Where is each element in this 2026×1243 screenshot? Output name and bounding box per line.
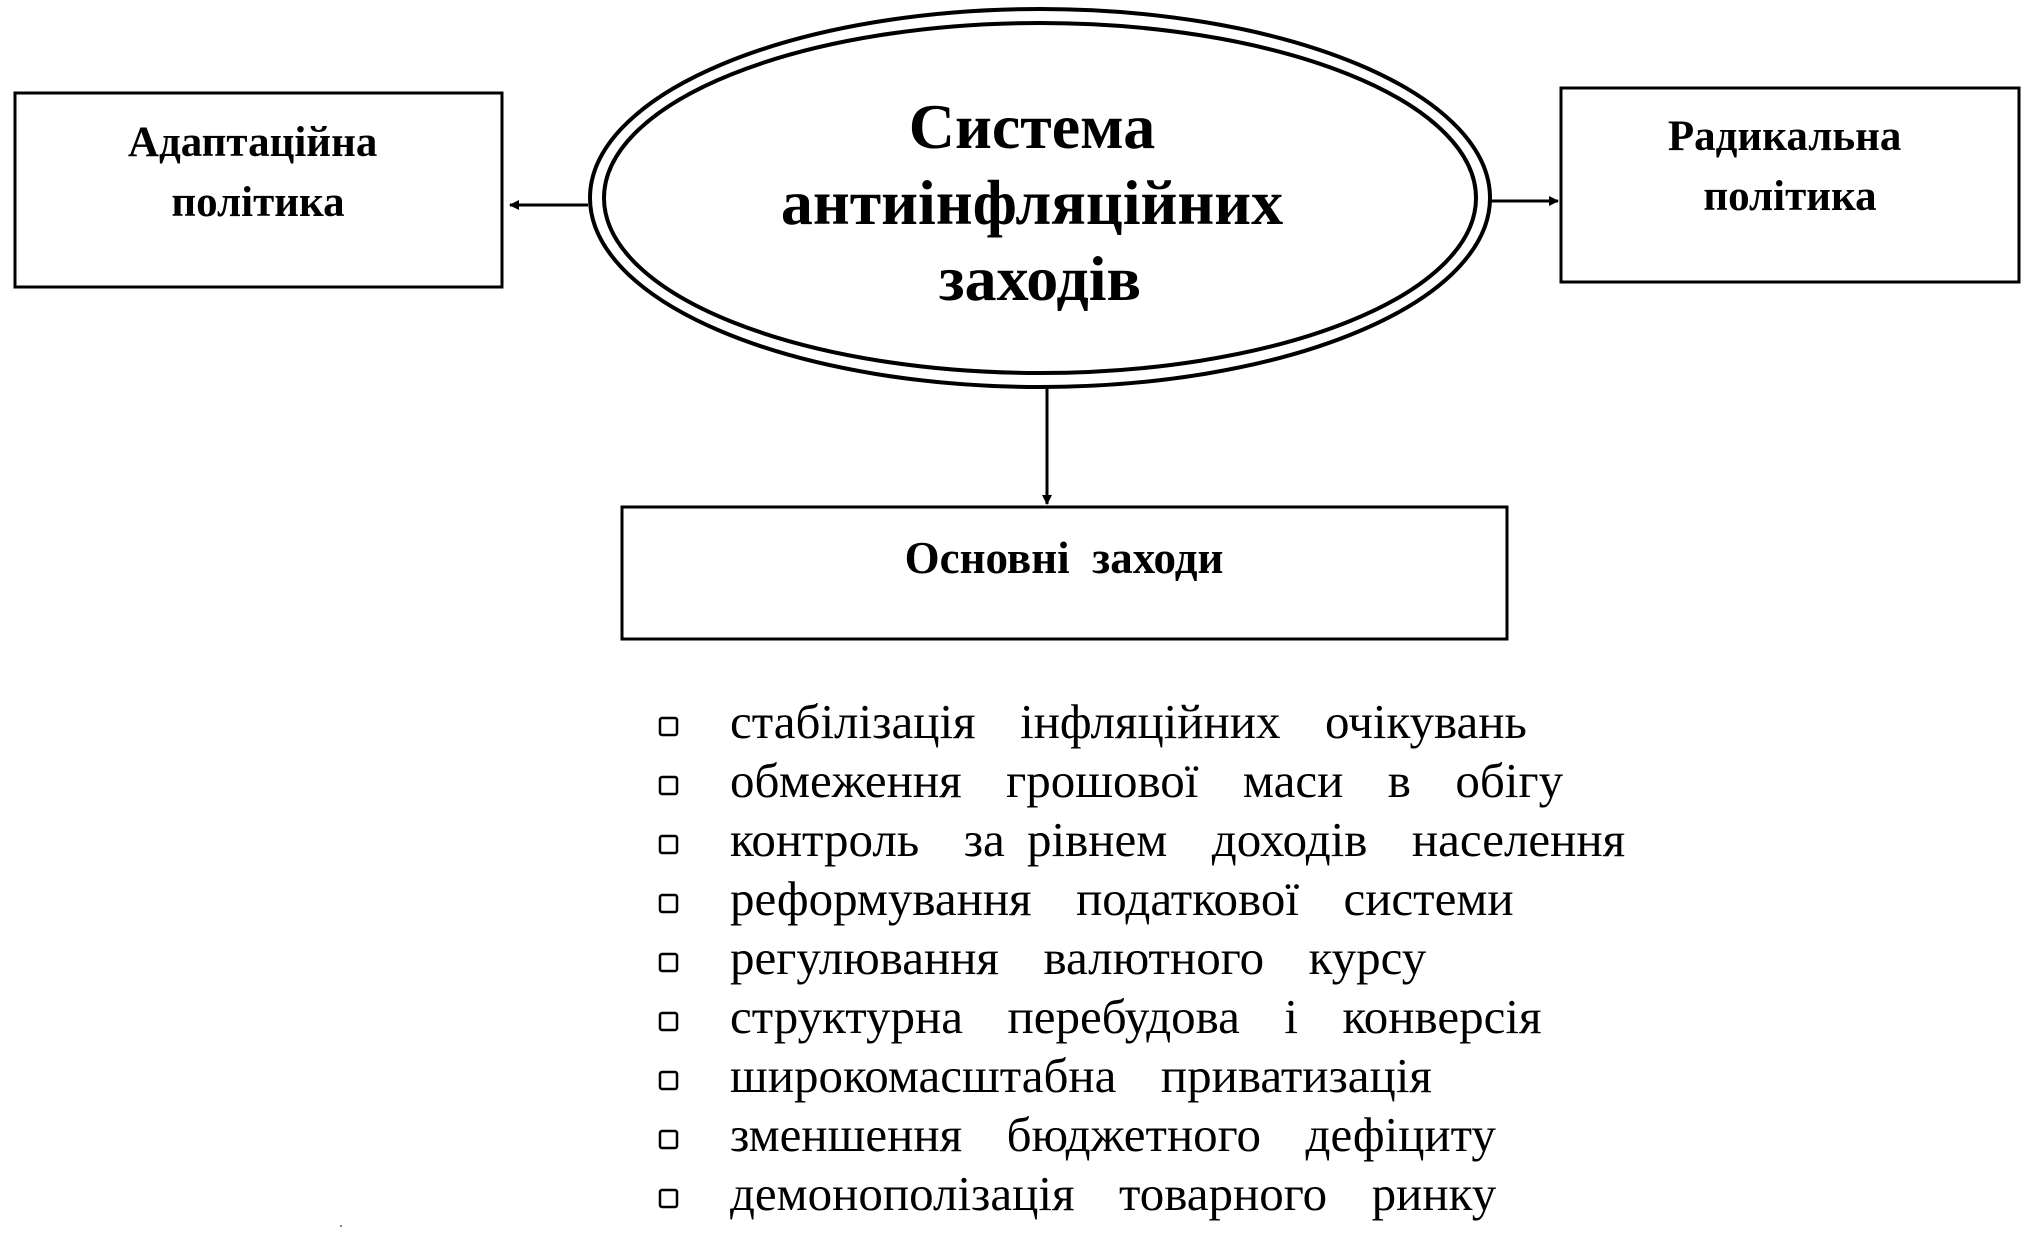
checkbox-icon — [658, 716, 679, 737]
list-item-label: регулювання валютного курсу — [730, 930, 1427, 985]
list-item-label: обмеження грошової маси в обігу — [730, 753, 1564, 808]
right-node: Радикальна політика — [1559, 86, 2021, 284]
scan-speck — [340, 1225, 342, 1227]
checkbox-icon — [658, 834, 679, 855]
list-item-label: структурна перебудова і конверсія — [730, 989, 1542, 1044]
checkbox-icon — [658, 1129, 679, 1150]
list-item-label: реформування податкової системи — [730, 871, 1514, 926]
list-item-label: зменшення бюджетного дефіциту — [730, 1107, 1496, 1162]
center-node-line-3: заходів — [939, 243, 1141, 314]
list-item-label: стабілізація інфляційних очікувань — [730, 694, 1527, 749]
svg-text:Радикальна політика: Радикальна політика — [1668, 113, 1912, 220]
list-item: обмеження грошової маси в обігу — [658, 753, 1564, 808]
checkbox-icon — [658, 1070, 679, 1091]
checkbox-icon — [658, 952, 679, 973]
list-item-label: контроль за рівнем доходів населення — [730, 812, 1625, 867]
list-item: демонополізація товарного ринку — [658, 1166, 1497, 1221]
checkbox-icon — [658, 775, 679, 796]
list-item-label: демонополізація товарного ринку — [730, 1166, 1497, 1221]
list-item: зменшення бюджетного дефіциту — [658, 1107, 1496, 1162]
list-item: структурна перебудова і конверсія — [658, 989, 1542, 1044]
bottom-node: Основні заходи — [620, 505, 1509, 641]
left-node-line-1: Адаптаційна — [128, 119, 377, 166]
checkbox-icon — [658, 893, 679, 914]
checkbox-icon — [658, 1011, 679, 1032]
right-node-line-2: політика — [1703, 173, 1876, 220]
right-node-line-1: Радикальна — [1668, 113, 1901, 160]
measures-list: стабілізація інфляційних очікувань обмеж… — [658, 694, 1625, 1221]
list-item: широкомасштабна приватизація — [658, 1048, 1432, 1103]
bottom-node-box — [620, 505, 1509, 641]
svg-text:Система антиінфляційних: Система антиінфляційних заходів — [781, 91, 1299, 314]
left-node-line-2: політика — [171, 179, 344, 226]
list-item: регулювання валютного курсу — [658, 930, 1427, 985]
center-node-line-1: Система — [909, 91, 1156, 162]
right-node-box — [1559, 86, 2021, 284]
center-node-outer-ring — [588, 7, 1492, 389]
center-node-line-2: антиінфляційних — [781, 167, 1283, 238]
list-item-label: широкомасштабна приватизація — [730, 1048, 1432, 1103]
list-item: контроль за рівнем доходів населення — [658, 812, 1625, 867]
bottom-node-label: Основні заходи — [905, 533, 1224, 583]
left-node-box — [13, 91, 504, 289]
left-node: Адаптаційна політика — [13, 91, 504, 289]
center-node-inner-ring — [602, 21, 1478, 375]
svg-text:Адаптаційна політика: Адаптаційна політика — [128, 119, 388, 226]
list-item: реформування податкової системи — [658, 871, 1514, 926]
checkbox-icon — [658, 1188, 679, 1209]
center-node: Система антиінфляційних заходів — [588, 7, 1492, 389]
list-item: стабілізація інфляційних очікувань — [658, 694, 1527, 749]
